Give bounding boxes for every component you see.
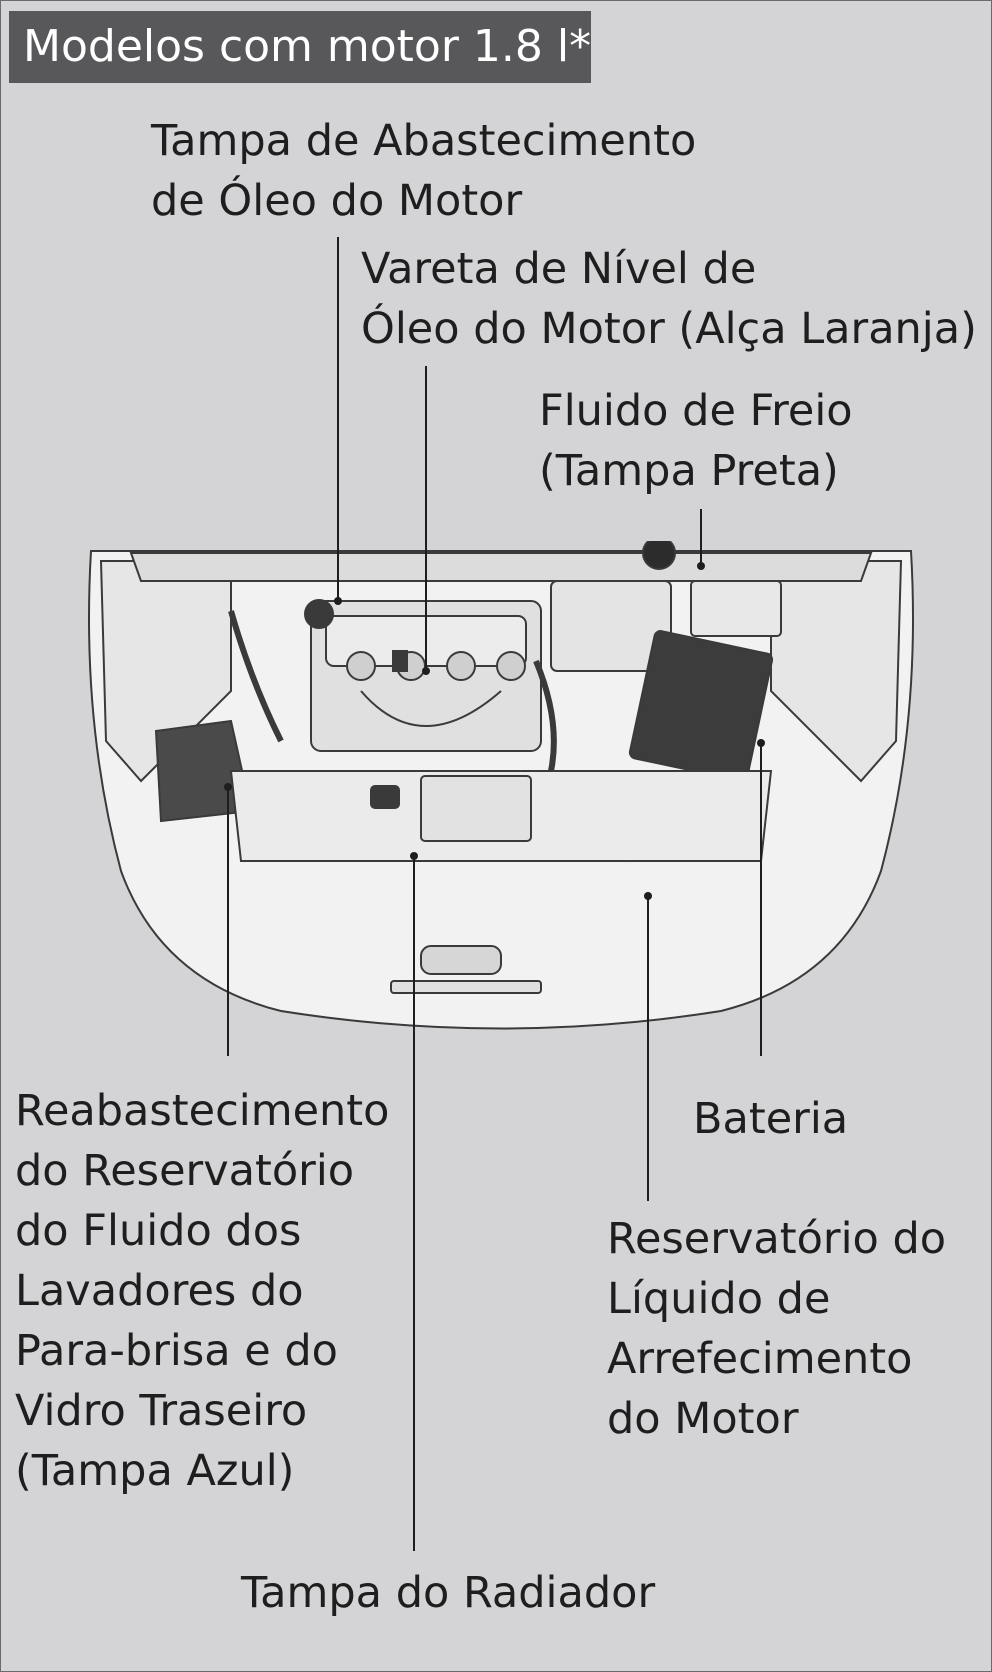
dipstick-handle-shape [392, 650, 408, 672]
cowl [129, 552, 873, 582]
label-radiator-cap: Tampa do Radiador [241, 1568, 656, 1618]
brake-fluid-cap-shape [642, 541, 676, 570]
battery-shape [628, 630, 774, 782]
label-battery: Bateria [693, 1094, 849, 1144]
label-coolant-reservoir: Reservatório do Líquido de Arrefecimento… [607, 1214, 947, 1444]
engine-bay-illustration [88, 541, 914, 1030]
label-dipstick: Vareta de Nível de Óleo do Motor (Alça L… [361, 244, 977, 354]
radiator-cap-shape [370, 785, 400, 809]
page-title: Modelos com motor 1.8 l* [9, 11, 591, 83]
label-washer-reservoir: Reabastecimento do Reservatório do Fluid… [15, 1086, 390, 1496]
label-brake-fluid: Fluido de Freio (Tampa Preta) [539, 386, 853, 496]
lower-grille [420, 945, 502, 975]
air-box [550, 580, 672, 672]
oil-filler-cap-shape [304, 599, 334, 629]
label-oil-filler-cap: Tampa de Abastecimento de Óleo do Motor [151, 116, 697, 226]
